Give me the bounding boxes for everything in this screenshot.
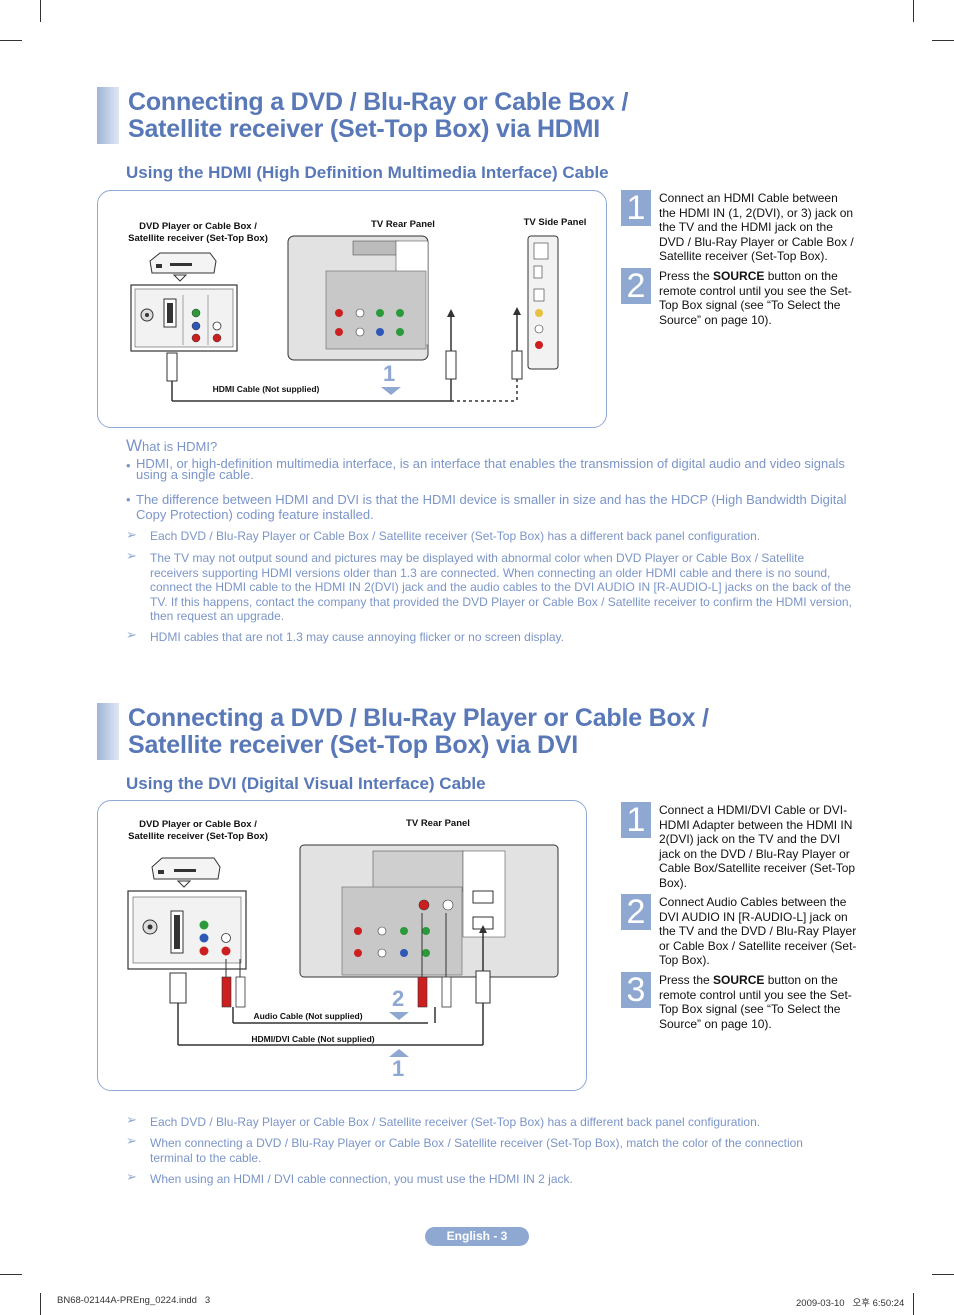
section2-title-line1: Connecting a DVD / Blu-Ray Player or Cab… — [128, 704, 709, 732]
heading-cap: W — [126, 436, 143, 455]
crop-mark — [932, 40, 954, 41]
step-text-2: Press the SOURCE button on the remote co… — [659, 269, 857, 327]
note-arrow-icon: ➢ — [126, 1133, 137, 1148]
dvi-diagram-frame: DVD Player or Cable Box / Satellite rece… — [97, 800, 587, 1091]
hdmi-diagram-frame: DVD Player or Cable Box / Satellite rece… — [97, 190, 607, 428]
crop-mark — [932, 1274, 954, 1275]
crop-mark — [913, 1293, 914, 1315]
step-text-1: Connect a HDMI/DVI Cable or DVI-HDMI Ada… — [659, 803, 856, 890]
step-marker-1: 1 — [392, 1056, 405, 1081]
rear-panel-label: TV Rear Panel — [406, 818, 470, 829]
hdmi-diagram-illustration — [130, 235, 559, 402]
rear-panel-label: TV Rear Panel — [371, 219, 435, 230]
note-arrow-icon: ➢ — [126, 1169, 137, 1184]
tv-rear-panel — [287, 235, 429, 361]
set-top-box-icon — [151, 857, 221, 888]
device-back-panel — [127, 890, 247, 970]
step-marker-2: 2 — [392, 986, 405, 1011]
note-arrow-icon: ➢ — [126, 1112, 137, 1127]
step-text-2-post: button on the remote control until you s… — [659, 269, 852, 327]
step-text-3-bold: SOURCE — [713, 973, 765, 987]
note-arrow-icon: ➢ — [126, 548, 137, 563]
step-number-1: 1 — [621, 802, 651, 838]
crop-mark — [913, 0, 914, 22]
device-label-line2: Satellite receiver (Set-Top Box) — [128, 233, 268, 244]
note-arrow-icon: ➢ — [126, 627, 137, 642]
note-1: Each DVD / Blu-Ray Player or Cable Box /… — [150, 1115, 761, 1129]
audio-cable-label: Audio Cable (Not supplied) — [253, 1011, 363, 1021]
device-label-line1: DVD Player or Cable Box / — [139, 819, 257, 830]
note-2: The TV may not output sound and pictures… — [150, 551, 852, 623]
note-1: Each DVD / Blu-Ray Player or Cable Box /… — [150, 529, 761, 543]
step-number-3: 3 — [621, 972, 651, 1008]
file-slug: BN68-02144A-PREng_0224.indd 3 — [57, 1295, 211, 1306]
audio-cable — [221, 913, 452, 1024]
crop-mark — [40, 0, 41, 22]
step-text-2-bold: SOURCE — [713, 269, 765, 283]
step-number-2: 2 — [621, 894, 651, 930]
section2-title-line2: Satellite receiver (Set-Top Box) via DVI — [128, 731, 579, 759]
down-arrow-icon — [389, 1012, 409, 1020]
what-is-hdmi-heading: What is HDMI? — [126, 436, 217, 456]
section2-subtitle: Using the DVI (Digital Visual Interface)… — [126, 774, 486, 793]
step-text-1: Connect an HDMI Cable between the HDMI I… — [659, 191, 854, 263]
device-label-line2: Satellite receiver (Set-Top Box) — [128, 831, 268, 842]
step-number-2: 2 — [621, 268, 651, 304]
bullet-dot-icon: • — [126, 458, 131, 473]
heading-rest: hat is HDMI? — [142, 439, 218, 454]
section1-title-line1: Connecting a DVD / Blu-Ray or Cable Box … — [128, 88, 629, 116]
dvi-cable-label: HDMI/DVI Cable (Not supplied) — [251, 1034, 375, 1044]
step-text-3: Press the SOURCE button on the remote co… — [659, 973, 857, 1031]
crop-mark — [40, 1293, 41, 1315]
title-accent-bar — [97, 703, 119, 760]
hdmi-dvi-cable — [169, 925, 491, 1046]
note-3: HDMI cables that are not 1.3 may cause a… — [150, 630, 564, 644]
tv-side-panel — [527, 235, 559, 370]
step-marker-1: 1 — [383, 361, 396, 386]
step-number-1: 1 — [621, 190, 651, 226]
step-text-2: Connect Audio Cables between the DVI AUD… — [659, 895, 857, 967]
device-label: DVD Player or Cable Box / Satellite rece… — [114, 819, 282, 843]
bullet-text-1: HDMI, or high-definition multimedia inte… — [136, 456, 845, 482]
up-arrow-icon — [389, 1049, 409, 1057]
page-badge: English - 3 — [425, 1227, 529, 1246]
hdmi-cable-label: HDMI Cable (Not supplied) — [212, 384, 320, 394]
step-text-2-pre: Press the — [659, 269, 714, 283]
note-3: When using an HDMI / DVI cable connectio… — [150, 1172, 573, 1186]
section1-title: Connecting a DVD / Blu-Ray or Cable Box … — [128, 89, 628, 143]
set-top-box-icon — [149, 252, 217, 282]
step-text-3-post: button on the remote control until you s… — [659, 973, 852, 1031]
note-2: When connecting a DVD / Blu-Ray Player o… — [150, 1136, 803, 1165]
hdmi-cable — [166, 307, 523, 402]
title-accent-bar — [97, 87, 119, 144]
note-arrow-icon: ➢ — [126, 527, 137, 542]
bullet-text-2: The difference between HDMI and DVI is t… — [136, 492, 847, 522]
down-arrow-icon — [381, 387, 401, 395]
bullet-dot-icon: • — [126, 492, 131, 507]
device-label-line1: DVD Player or Cable Box / — [139, 221, 257, 232]
device-label: DVD Player or Cable Box / Satellite rece… — [118, 221, 278, 245]
side-panel-label: TV Side Panel — [523, 217, 587, 228]
device-back-panel — [130, 284, 238, 352]
step-text-3-pre: Press the — [659, 973, 714, 987]
tv-rear-panel — [299, 844, 559, 978]
crop-mark — [0, 40, 22, 41]
print-timestamp: 2009-03-10 오후 6:50:24 — [796, 1298, 905, 1309]
section2-title: Connecting a DVD / Blu-Ray Player or Cab… — [128, 705, 709, 759]
dvi-diagram-illustration — [127, 844, 559, 1057]
crop-mark — [0, 1274, 22, 1275]
section1-subtitle: Using the HDMI (High Definition Multimed… — [126, 163, 609, 182]
section1-title-line2: Satellite receiver (Set-Top Box) via HDM… — [128, 115, 601, 143]
